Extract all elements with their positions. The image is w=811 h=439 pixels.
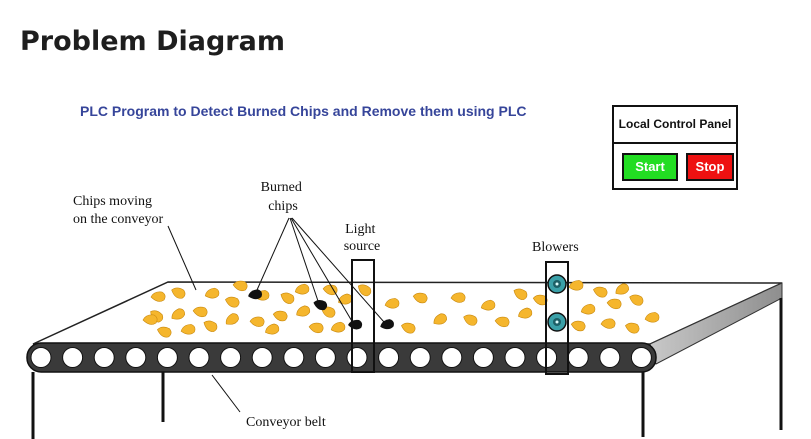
- control-panel-title: Local Control Panel: [614, 107, 736, 144]
- blower-icon: [547, 274, 567, 294]
- chip: [157, 326, 172, 338]
- chip: [593, 286, 608, 298]
- blowers-label: Blowers: [532, 240, 579, 255]
- chip: [204, 287, 220, 299]
- chip: [192, 306, 208, 318]
- chip: [203, 320, 218, 332]
- chip: [568, 280, 584, 291]
- chip: [412, 292, 428, 304]
- chips-moving-label: Chips moving on the conveyor: [73, 194, 164, 227]
- chip: [615, 283, 629, 295]
- rollers: [30, 347, 652, 368]
- roller: [599, 347, 621, 368]
- roller: [630, 347, 652, 368]
- roller: [283, 347, 305, 368]
- chip: [513, 288, 528, 300]
- burned-chip: [313, 300, 328, 311]
- chip: [180, 324, 196, 335]
- local-control-panel: Local Control Panel Start Stop: [612, 105, 738, 190]
- roller: [314, 347, 336, 368]
- chip: [272, 310, 288, 322]
- chip: [296, 305, 311, 317]
- chip: [570, 320, 586, 332]
- chip: [330, 321, 346, 333]
- chip: [280, 292, 295, 304]
- page-heading: Problem Diagram: [20, 26, 285, 57]
- blower-icon: [547, 312, 567, 332]
- chip: [384, 298, 400, 309]
- chip: [322, 284, 338, 296]
- burned-chips-label: Burned chips: [261, 180, 306, 214]
- burned-chip: [248, 289, 263, 300]
- roller: [441, 347, 463, 368]
- chip: [249, 316, 265, 327]
- roller: [93, 347, 115, 368]
- chip: [463, 314, 478, 326]
- blowers-box: [545, 261, 569, 375]
- start-button[interactable]: Start: [622, 153, 678, 181]
- diagram-title: PLC Program to Detect Burned Chips and R…: [80, 103, 527, 119]
- roller: [188, 347, 210, 368]
- light-source-box: [351, 259, 375, 373]
- chip: [321, 306, 336, 318]
- chip: [450, 292, 466, 303]
- conveyor-belt-label: Conveyor belt: [246, 415, 326, 430]
- stop-button[interactable]: Stop: [686, 153, 734, 181]
- roller: [30, 347, 52, 368]
- conveyor-belt-pointer: [211, 374, 241, 413]
- chip: [294, 283, 310, 295]
- chips-layer: [142, 280, 660, 338]
- chip: [171, 308, 185, 320]
- chip: [232, 280, 248, 292]
- chip: [308, 322, 324, 334]
- chips-moving-pointer: [167, 225, 197, 291]
- chip: [225, 296, 240, 308]
- roller: [409, 347, 431, 368]
- roller: [472, 347, 494, 368]
- roller-band: [26, 342, 657, 373]
- light-source-label: Light source: [344, 222, 381, 254]
- roller: [251, 347, 273, 368]
- chip: [629, 294, 644, 306]
- chip: [644, 312, 660, 323]
- roller: [125, 347, 147, 368]
- roller: [567, 347, 589, 368]
- chip: [606, 298, 622, 310]
- chip: [225, 313, 239, 325]
- chip: [580, 303, 596, 315]
- chip: [150, 291, 166, 302]
- roller: [156, 347, 178, 368]
- roller: [62, 347, 84, 368]
- roller: [346, 347, 368, 368]
- chip: [532, 294, 548, 306]
- chip: [357, 284, 372, 297]
- chip: [433, 313, 447, 325]
- chip: [401, 322, 416, 334]
- chip: [265, 323, 280, 335]
- roller: [378, 347, 400, 368]
- roller: [220, 347, 242, 368]
- chip: [518, 307, 533, 319]
- chip: [600, 318, 616, 329]
- chip: [494, 316, 510, 328]
- chip: [142, 314, 158, 325]
- burned-chips-pointers: [256, 217, 385, 324]
- chip: [171, 287, 186, 299]
- chip: [480, 299, 496, 311]
- chip: [625, 322, 640, 334]
- roller: [504, 347, 526, 368]
